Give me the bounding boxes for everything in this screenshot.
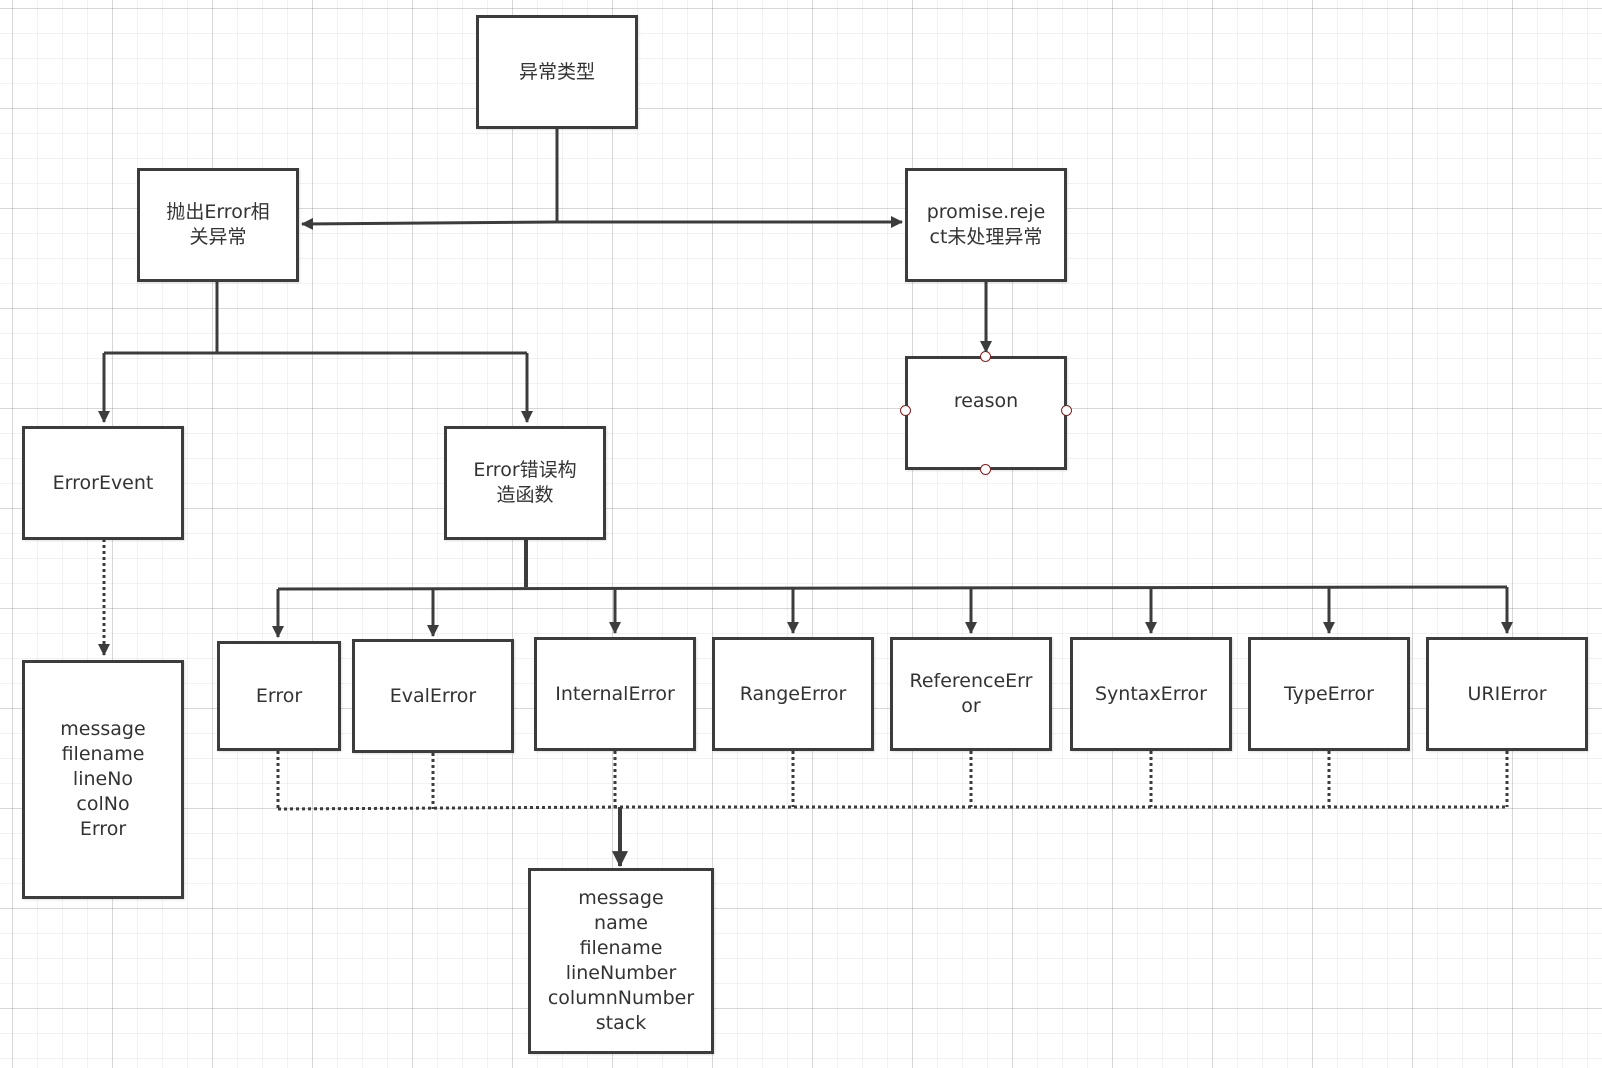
edge-error-constructor-bus[interactable] <box>277 585 1508 591</box>
node-label: promise.reje ct未处理异常 <box>926 201 1046 248</box>
node-promise-reject[interactable]: promise.reje ct未处理异常 <box>905 168 1067 282</box>
node-error-event-props[interactable]: message filename lineNo colNo Error <box>22 660 184 899</box>
node-exception-types[interactable]: 异常类型 <box>476 15 638 129</box>
node-label: Error错误构 造函数 <box>473 459 577 506</box>
node-uri-error[interactable]: URIError <box>1426 637 1588 751</box>
node-label: TypeError <box>1284 682 1374 705</box>
node-label: message filename lineNo colNo Error <box>60 718 146 840</box>
node-syntax-error[interactable]: SyntaxError <box>1070 637 1232 751</box>
node-label: Error <box>255 684 303 707</box>
connection-handle-left[interactable] <box>900 405 911 416</box>
node-label: 抛出Error相 关异常 <box>166 201 270 248</box>
node-label: SyntaxError <box>1095 682 1207 705</box>
connection-handle-top[interactable] <box>980 351 991 362</box>
node-type-error[interactable]: TypeError <box>1248 637 1410 751</box>
node-error[interactable]: Error <box>217 641 341 751</box>
node-label: message name filename lineNumber columnN… <box>547 887 695 1034</box>
edge-props-bus-left[interactable] <box>277 805 621 811</box>
node-error-event[interactable]: ErrorEvent <box>22 426 184 540</box>
connection-handle-right[interactable] <box>1061 405 1072 416</box>
node-range-error[interactable]: RangeError <box>712 637 874 751</box>
node-error-props[interactable]: message name filename lineNumber columnN… <box>528 868 714 1054</box>
connection-handle-bottom[interactable] <box>980 464 991 475</box>
node-reference-error[interactable]: ReferenceErr or <box>890 637 1052 751</box>
node-internal-error[interactable]: InternalError <box>534 637 696 751</box>
node-thrown-error[interactable]: 抛出Error相 关异常 <box>137 168 299 282</box>
node-label: URIError <box>1467 682 1547 705</box>
node-label: reason <box>953 390 1019 412</box>
node-label: ReferenceErr or <box>909 670 1033 717</box>
node-label: EvalError <box>389 684 477 707</box>
node-label: RangeError <box>739 682 847 705</box>
node-error-constructor[interactable]: Error错误构 造函数 <box>444 426 606 540</box>
node-label: InternalError <box>555 682 675 705</box>
edge-exception-types-to-thrown-error[interactable] <box>301 217 558 230</box>
node-eval-error[interactable]: EvalError <box>352 639 514 753</box>
node-label: 异常类型 <box>518 60 595 83</box>
node-label: ErrorEvent <box>52 471 154 494</box>
node-reason[interactable]: reason <box>900 351 1072 475</box>
